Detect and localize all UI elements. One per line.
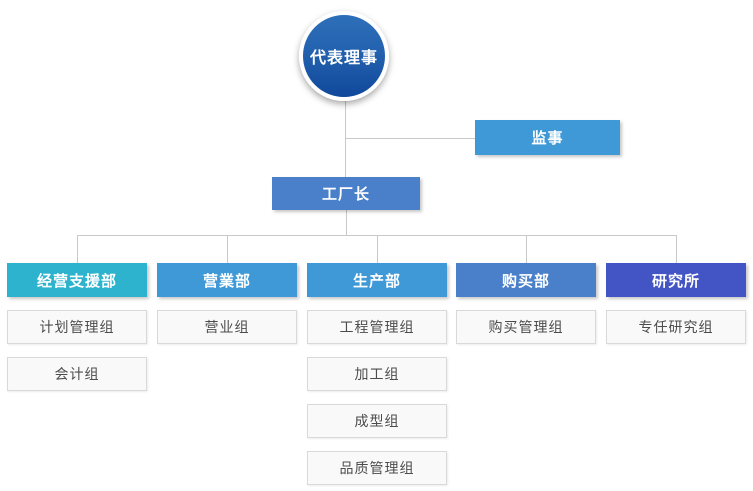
connector-factory-to-spine	[346, 210, 347, 235]
connector-drop-dept-1	[77, 235, 78, 263]
connector-root-to-factory	[345, 101, 346, 178]
department-column-production: 生产部 工程管理组 加工组 成型组 品质管理组	[307, 263, 447, 485]
node-department: 经营支援部	[7, 263, 147, 297]
node-team: 加工组	[307, 357, 447, 391]
department-column-management-support: 经营支援部 计划管理组 会计组	[7, 263, 147, 391]
node-team: 计划管理组	[7, 310, 147, 344]
connector-drop-dept-4	[526, 235, 527, 263]
node-representative-director: 代表理事	[299, 11, 389, 101]
node-supervisor-label: 监事	[531, 130, 564, 147]
connector-drop-dept-2	[227, 235, 228, 263]
connector-drop-dept-5	[676, 235, 677, 263]
node-team: 品质管理组	[307, 451, 447, 485]
department-column-sales: 营業部 营业组	[157, 263, 297, 344]
node-department: 购买部	[456, 263, 596, 297]
node-factory-director: 工厂长	[272, 177, 420, 210]
node-team: 专任研究组	[606, 310, 746, 344]
node-department: 生产部	[307, 263, 447, 297]
node-team: 营业组	[157, 310, 297, 344]
node-team: 会计组	[7, 357, 147, 391]
node-department: 营業部	[157, 263, 297, 297]
node-department: 研究所	[606, 263, 746, 297]
connector-to-supervisor	[345, 138, 475, 139]
node-team: 工程管理组	[307, 310, 447, 344]
node-team: 购买管理组	[456, 310, 596, 344]
node-supervisor: 监事	[475, 120, 620, 155]
node-representative-director-label: 代表理事	[309, 50, 378, 67]
department-column-purchasing: 购买部 购买管理组	[456, 263, 596, 344]
connector-drop-dept-3	[377, 235, 378, 263]
department-column-research: 研究所 专任研究组	[606, 263, 746, 344]
connector-department-spine	[77, 235, 676, 236]
node-factory-director-label: 工厂长	[321, 186, 370, 203]
node-team: 成型组	[307, 404, 447, 438]
